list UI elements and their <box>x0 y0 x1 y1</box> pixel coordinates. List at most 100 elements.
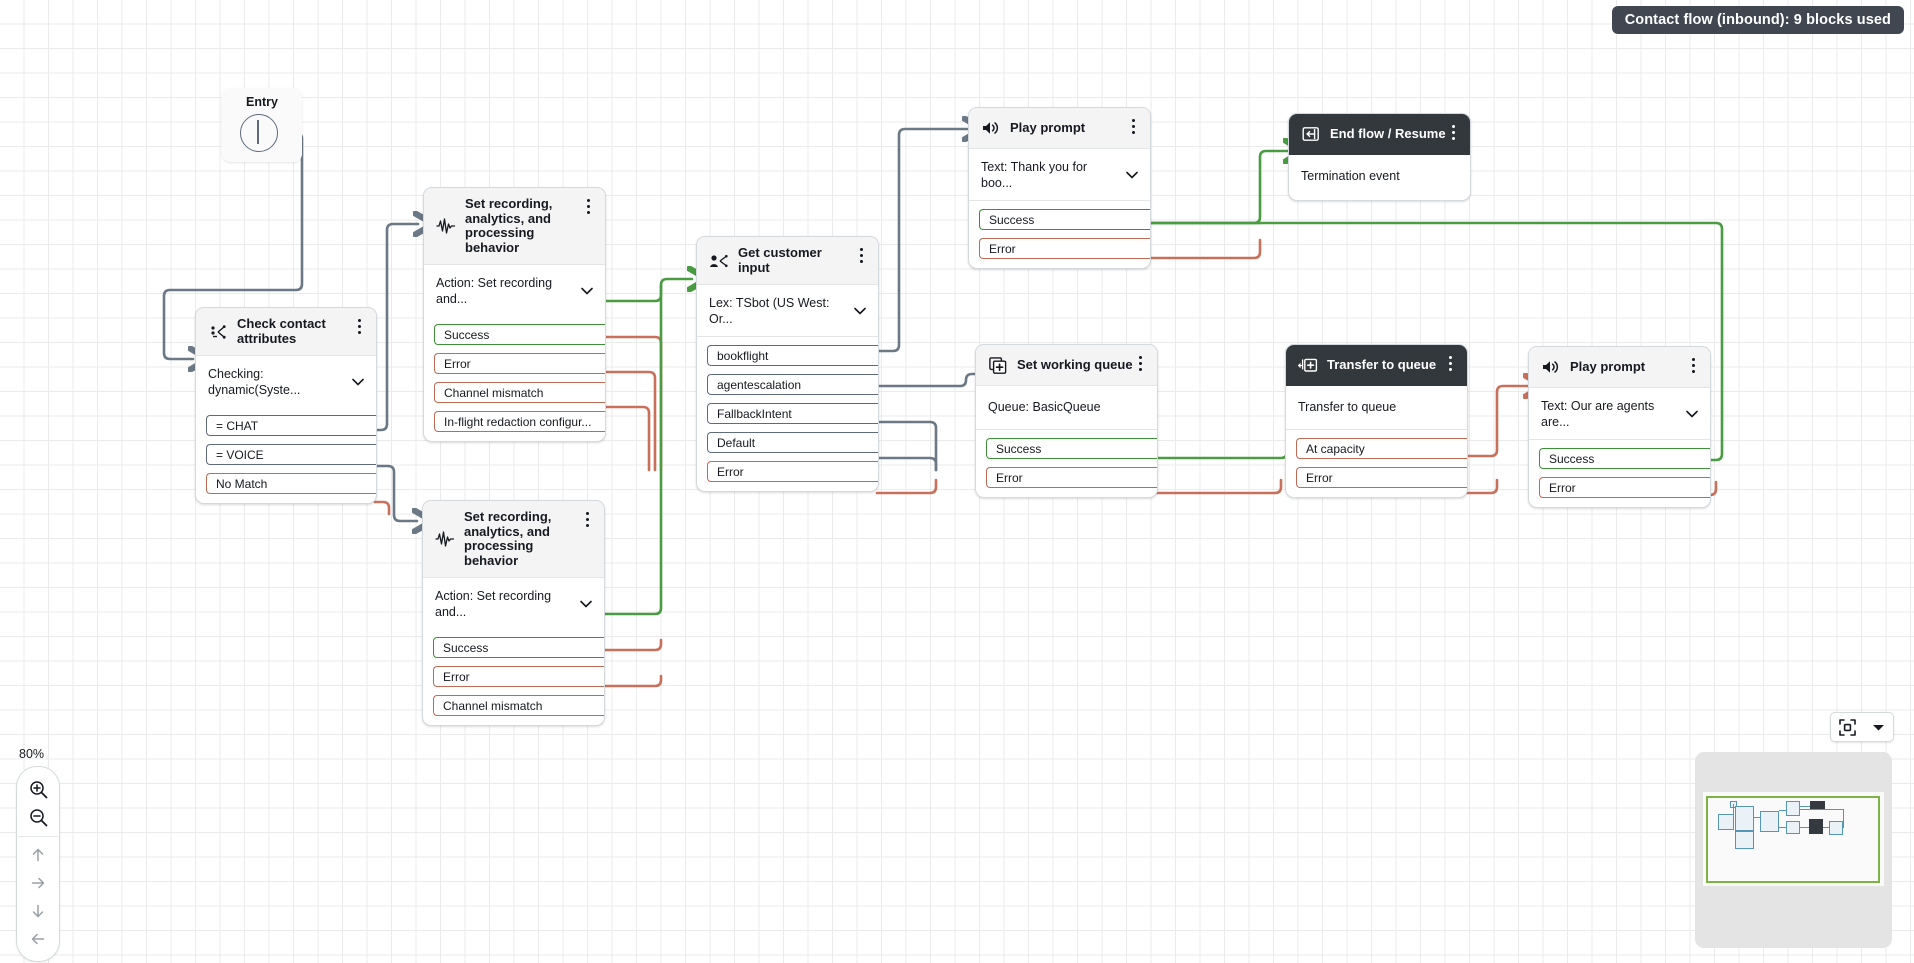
node-set-recording-2[interactable]: Set recording, analytics, and processing… <box>422 500 605 726</box>
node-transfer-to-queue[interactable]: Transfer to queue Transfer to queue At c… <box>1285 344 1468 498</box>
port-error[interactable]: Error <box>979 238 1150 259</box>
port-channel-mismatch[interactable]: Channel mismatch <box>433 695 604 716</box>
node-title: Get customer input <box>738 245 822 275</box>
node-play-prompt-2[interactable]: Play prompt Text: Our are agents are... … <box>1528 346 1711 508</box>
port-chat[interactable]: = CHAT <box>206 415 376 436</box>
node-menu-button[interactable] <box>1686 356 1700 373</box>
node-subtitle-row[interactable]: Action: Set recording and... <box>436 275 593 307</box>
minimap-wire <box>1754 817 1760 818</box>
arrow-down-icon[interactable] <box>24 897 52 925</box>
port-error[interactable]: Error <box>986 467 1157 488</box>
node-subtitle-row[interactable]: Text: Our are agents are... <box>1541 398 1698 430</box>
speaker-icon <box>981 118 1001 138</box>
port-error[interactable]: Error <box>433 666 604 687</box>
node-body: Action: Set recording and... <box>423 578 604 629</box>
node-subtitle-row[interactable]: Checking: dynamic(Syste... <box>208 366 364 398</box>
node-check-contact-attributes[interactable]: Check contact attributes Checking: dynam… <box>195 307 377 504</box>
minimap-node <box>1760 811 1779 832</box>
port-success[interactable]: Success <box>433 637 604 658</box>
node-body: Text: Our are agents are... <box>1529 388 1710 439</box>
node-title: Play prompt <box>1010 119 1086 135</box>
node-ports: Success Error Channel mismatch In-flight… <box>424 324 605 441</box>
node-title: Check contact attributes <box>237 316 326 346</box>
node-header: Check contact attributes <box>196 308 376 356</box>
waveform-icon <box>436 216 456 236</box>
port-default[interactable]: Default <box>707 432 878 453</box>
port-agentescalation[interactable]: agentescalation <box>707 374 878 395</box>
node-ports: Success Error <box>1529 439 1710 507</box>
node-subtitle: Action: Set recording and... <box>435 589 552 619</box>
node-end-flow-resume[interactable]: End flow / Resume Termination event <box>1288 113 1471 201</box>
minimap[interactable] <box>1695 752 1892 948</box>
port-fallbackintent[interactable]: FallbackIntent <box>707 403 878 424</box>
node-subtitle-row[interactable]: Action: Set recording and... <box>435 588 592 620</box>
port-bookflight[interactable]: bookflight <box>707 345 878 366</box>
node-set-recording-1[interactable]: Set recording, analytics, and processing… <box>423 187 606 442</box>
entry-bar-icon <box>257 120 259 144</box>
node-header: Set recording, analytics, and processing… <box>423 501 604 578</box>
node-subtitle: Lex: TSbot (US West: Or... <box>709 296 830 326</box>
port-success[interactable]: Success <box>986 438 1157 459</box>
node-description: Termination event <box>1301 169 1400 183</box>
speaker-icon <box>1541 357 1561 377</box>
arrow-left-icon[interactable] <box>24 925 52 953</box>
minimap-wire <box>1823 827 1829 828</box>
port-channel-mismatch[interactable]: Channel mismatch <box>434 382 605 403</box>
zoom-controls[interactable] <box>16 766 60 962</box>
chevron-down-icon[interactable] <box>1126 167 1138 183</box>
port-error[interactable]: Error <box>1539 477 1710 498</box>
minimap-node <box>1829 821 1843 835</box>
node-body: Action: Set recording and... <box>424 265 605 316</box>
node-subtitle: Text: Thank you for boo... <box>981 160 1088 190</box>
entry-circle-icon <box>240 114 278 152</box>
port-error[interactable]: Error <box>434 353 605 374</box>
port-at-capacity[interactable]: At capacity <box>1296 438 1467 459</box>
zoom-in-icon[interactable] <box>24 775 52 803</box>
node-menu-button[interactable] <box>580 510 594 527</box>
node-ports: Success Error <box>969 200 1150 268</box>
chevron-down-icon[interactable] <box>352 374 364 390</box>
zoom-out-icon[interactable] <box>24 803 52 831</box>
port-success[interactable]: Success <box>979 209 1150 230</box>
node-description: Transfer to queue <box>1298 400 1397 414</box>
node-get-customer-input[interactable]: Get customer input Lex: TSbot (US West: … <box>696 236 879 492</box>
divider <box>18 836 58 837</box>
minimap-viewport[interactable] <box>1706 796 1880 883</box>
chevron-down-icon[interactable] <box>581 283 593 299</box>
port-error[interactable]: Error <box>707 461 878 482</box>
node-menu-button[interactable] <box>854 246 868 263</box>
node-subtitle-row[interactable]: Lex: TSbot (US West: Or... <box>709 295 866 327</box>
node-title: Set recording, analytics, and processing… <box>465 196 553 255</box>
node-menu-button[interactable] <box>581 197 595 214</box>
port-error[interactable]: Error <box>1296 467 1467 488</box>
arrow-right-icon[interactable] <box>24 869 52 897</box>
node-menu-button[interactable] <box>352 317 366 334</box>
port-no-match[interactable]: No Match <box>206 473 376 494</box>
chevron-down-icon[interactable] <box>854 303 866 319</box>
port-success[interactable]: Success <box>434 324 605 345</box>
node-title: Play prompt <box>1570 358 1646 374</box>
port-in-flight-redaction[interactable]: In-flight redaction configur... <box>434 411 605 432</box>
chevron-down-icon[interactable] <box>1686 406 1698 422</box>
chevron-down-icon[interactable] <box>1872 723 1885 732</box>
port-voice[interactable]: = VOICE <box>206 444 376 465</box>
node-subtitle-row[interactable]: Text: Thank you for boo... <box>981 159 1138 191</box>
node-play-prompt-1[interactable]: Play prompt Text: Thank you for boo... S… <box>968 107 1151 269</box>
minimap-node <box>1809 819 1823 834</box>
minimap-node <box>1786 801 1800 816</box>
port-success[interactable]: Success <box>1539 448 1710 469</box>
minimap-toolbar[interactable] <box>1830 712 1894 742</box>
node-set-working-queue[interactable]: Set working queue Queue: BasicQueue Succ… <box>975 344 1158 498</box>
arrow-up-icon[interactable] <box>24 841 52 869</box>
node-title: Set working queue <box>1017 356 1133 372</box>
fit-to-screen-icon[interactable] <box>1839 718 1856 736</box>
node-menu-button[interactable] <box>1443 354 1457 371</box>
entry-node[interactable]: Entry <box>222 88 302 162</box>
chevron-down-icon[interactable] <box>580 596 592 612</box>
node-menu-button[interactable] <box>1133 354 1147 371</box>
node-menu-button[interactable] <box>1446 123 1460 140</box>
minimap-wire <box>1779 827 1786 828</box>
minimap-wire <box>1843 809 1844 828</box>
node-ports: = CHAT = VOICE No Match <box>196 415 376 503</box>
node-menu-button[interactable] <box>1126 117 1140 134</box>
